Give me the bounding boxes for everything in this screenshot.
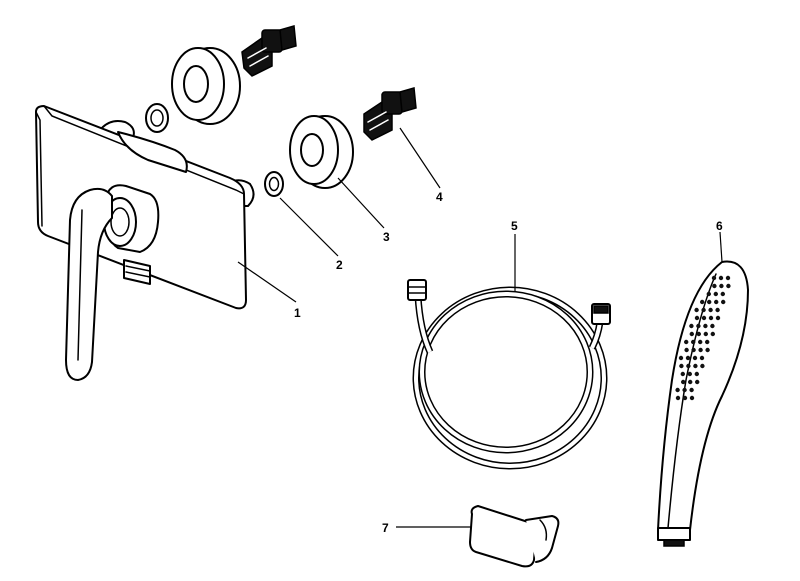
nozzle-dot <box>688 379 693 385</box>
nozzle-dot <box>715 315 721 321</box>
nozzle-dot <box>699 355 705 361</box>
nozzle-dot <box>710 331 715 337</box>
nozzle-dot <box>682 387 687 393</box>
nozzle-dot <box>675 387 680 393</box>
label-part-1: 1 <box>294 306 301 320</box>
nozzle-dot <box>691 339 696 345</box>
nozzle-dot <box>680 371 685 377</box>
nozzle-dot <box>701 307 706 313</box>
nozzle-dot <box>691 347 696 353</box>
nozzle-dot <box>720 291 725 297</box>
label-part-2: 2 <box>336 258 343 272</box>
nozzle-dot <box>726 283 731 289</box>
nozzle-dot <box>694 315 700 321</box>
nozzle-dot <box>684 339 689 345</box>
nozzle-dot <box>711 275 717 281</box>
part-labels: 1 2 3 4 5 6 7 <box>294 190 723 535</box>
nozzle-dot <box>700 299 705 305</box>
cover-ring-drawing <box>171 47 354 189</box>
label-part-5: 5 <box>511 219 518 233</box>
nozzle-dot <box>701 315 707 321</box>
nozzle-dot <box>681 379 686 385</box>
nozzle-dot <box>712 283 717 289</box>
nozzle-dot <box>686 363 691 369</box>
nozzle-dot <box>700 363 705 369</box>
nozzle-dot <box>725 275 731 281</box>
nozzle-dot <box>682 395 688 401</box>
label-part-6: 6 <box>716 219 723 233</box>
wall-holder-drawing <box>469 505 560 568</box>
nozzle-dot <box>695 379 700 385</box>
nozzle-dot <box>679 363 684 369</box>
nozzle-dot <box>693 363 698 369</box>
nozzle-dot <box>719 283 724 289</box>
nozzle-dot <box>696 323 701 329</box>
nozzle-dot <box>698 339 703 345</box>
nozzle-dot <box>703 323 708 329</box>
label-part-3: 3 <box>383 230 390 244</box>
nozzle-dot <box>721 299 726 305</box>
nozzle-dot <box>708 307 713 313</box>
nozzle-dot <box>694 371 699 377</box>
eccentric-connector-drawing <box>241 25 417 141</box>
washer-drawing <box>145 103 284 197</box>
nozzle-dot <box>675 395 681 401</box>
nozzle-dot <box>705 339 710 345</box>
nozzle-dot <box>710 323 715 329</box>
nozzle-dot <box>713 291 718 297</box>
nozzle-dot <box>715 307 720 313</box>
nozzle-dot <box>705 347 710 353</box>
nozzle-dot <box>689 395 695 401</box>
nozzle-dot <box>708 315 714 321</box>
nozzle-dot <box>684 347 689 353</box>
nozzle-dot <box>696 331 701 337</box>
nozzle-dot <box>689 331 694 337</box>
nozzle-dot <box>687 371 692 377</box>
leader-lines <box>237 127 723 528</box>
nozzle-dot <box>689 323 694 329</box>
nozzle-dot <box>678 355 684 361</box>
nozzle-grid <box>675 275 731 401</box>
nozzle-dot <box>692 355 698 361</box>
nozzle-dot <box>698 347 703 353</box>
shower-hose-drawing <box>407 279 611 470</box>
mixer-body-drawing <box>35 105 255 381</box>
hand-shower-drawing <box>657 260 749 547</box>
nozzle-dot <box>714 299 719 305</box>
nozzle-dot <box>718 275 724 281</box>
nozzle-dot <box>689 387 694 393</box>
nozzle-dot <box>707 299 712 305</box>
label-part-4: 4 <box>436 190 443 204</box>
nozzle-dot <box>694 307 699 313</box>
nozzle-dot <box>703 331 708 337</box>
nozzle-dot <box>685 355 691 361</box>
nozzle-dot <box>706 291 711 297</box>
label-part-7: 7 <box>382 521 389 535</box>
